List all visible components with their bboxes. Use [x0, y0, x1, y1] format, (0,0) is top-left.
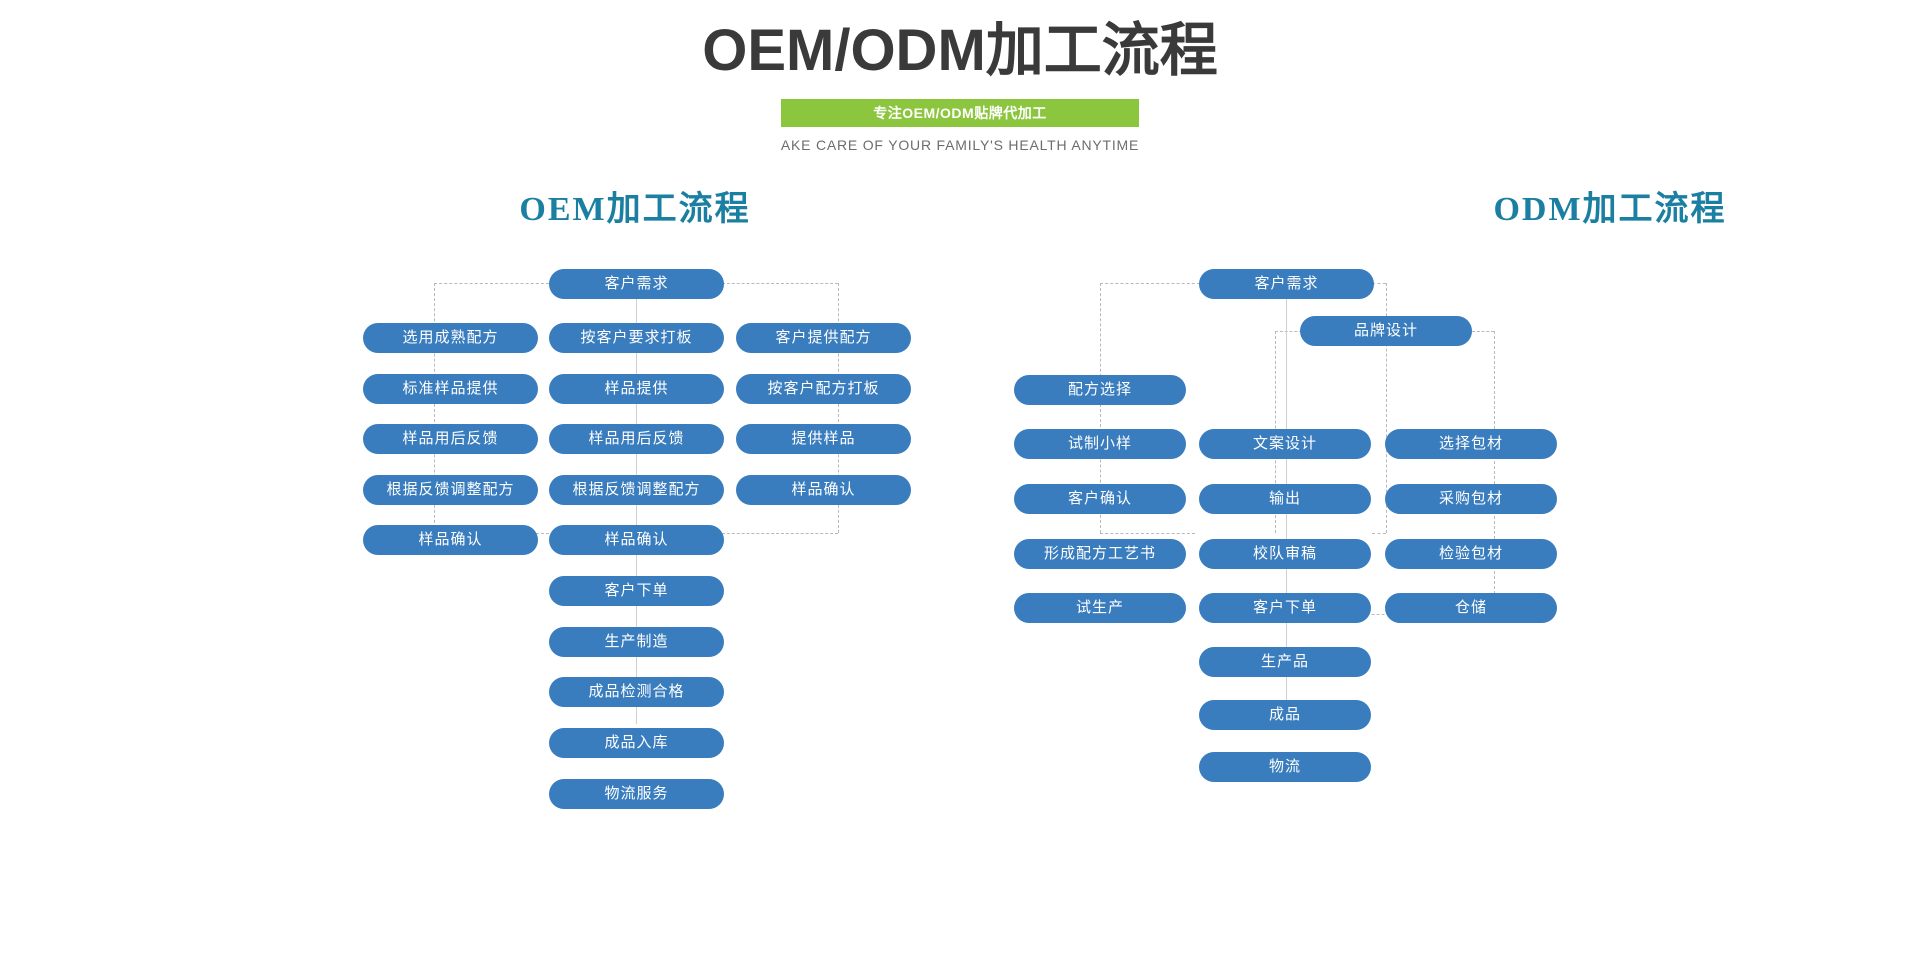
odm-right-node-1[interactable]: 选择包材: [1385, 428, 1557, 459]
odm-bus-top-right: [1372, 282, 1386, 284]
odm-section-title: ODM加工流程: [1493, 190, 1727, 228]
oem-bus-bottom-right: [722, 532, 838, 534]
oem-tail-node-2[interactable]: 生产制造: [549, 626, 724, 657]
odm-brand-right-stub: [1458, 330, 1494, 332]
odm-left-node-5[interactable]: 试生产: [1014, 592, 1186, 623]
oem-mid-node-5[interactable]: 样品确认: [549, 524, 724, 555]
oem-tail-node-4[interactable]: 成品入库: [549, 727, 724, 758]
oem-tail-node-1[interactable]: 客户下单: [549, 575, 724, 606]
oem-right-node-4[interactable]: 样品确认: [736, 474, 911, 505]
odm-rail-right: [1494, 330, 1495, 614]
odm-tail-node-1[interactable]: 生产品: [1199, 646, 1371, 677]
oem-left-node-2[interactable]: 标准样品提供: [363, 373, 538, 404]
odm-tail-node-2[interactable]: 成品: [1199, 699, 1371, 730]
page-header: OEM/ODM加工流程 专注OEM/ODM贴牌代加工 AKE CARE OF Y…: [0, 0, 1920, 153]
odm-left-node-4[interactable]: 形成配方工艺书: [1014, 538, 1186, 569]
odm-right-node-2[interactable]: 采购包材: [1385, 483, 1557, 514]
odm-bus-brand-back: [1372, 532, 1386, 534]
odm-right-node-4[interactable]: 仓储: [1385, 592, 1557, 623]
odm-mid-node-1[interactable]: 文案设计: [1199, 428, 1371, 459]
odm-bus-top-left: [1100, 282, 1200, 284]
odm-node-root[interactable]: 客户需求: [1199, 268, 1374, 299]
odm-left-node-2[interactable]: 试制小样: [1014, 428, 1186, 459]
odm-mid-node-4[interactable]: 客户下单: [1199, 592, 1371, 623]
oem-bus-top-right: [722, 282, 838, 284]
oem-right-node-3[interactable]: 提供样品: [736, 423, 911, 454]
oem-left-node-3[interactable]: 样品用后反馈: [363, 423, 538, 454]
oem-rail-left: [434, 282, 435, 533]
oem-left-node-4[interactable]: 根据反馈调整配方: [363, 474, 538, 505]
oem-tail-node-5[interactable]: 物流服务: [549, 778, 724, 809]
oem-mid-node-3[interactable]: 样品用后反馈: [549, 423, 724, 454]
odm-node-brand-design[interactable]: 品牌设计: [1300, 315, 1472, 346]
odm-tail-node-3[interactable]: 物流: [1199, 751, 1371, 782]
odm-left-node-3[interactable]: 客户确认: [1014, 483, 1186, 514]
odm-brand-left-stub: [1275, 330, 1307, 332]
odm-right-node-3[interactable]: 检验包材: [1385, 538, 1557, 569]
oem-mid-node-2[interactable]: 样品提供: [549, 373, 724, 404]
oem-rail-right: [838, 282, 839, 533]
odm-mid-node-2[interactable]: 输出: [1199, 483, 1371, 514]
oem-left-node-5[interactable]: 样品确认: [363, 524, 538, 555]
oem-section-title: OEM加工流程: [519, 190, 751, 228]
tagline-banner: 专注OEM/ODM贴牌代加工: [781, 98, 1139, 127]
oem-right-node-1[interactable]: 客户提供配方: [736, 322, 911, 353]
page-title: OEM/ODM加工流程: [702, 18, 1218, 83]
oem-spine: [636, 298, 637, 724]
oem-left-node-1[interactable]: 选用成熟配方: [363, 322, 538, 353]
odm-left-node-1[interactable]: 配方选择: [1014, 374, 1186, 405]
odm-bus-bottom-left: [1100, 532, 1195, 534]
odm-rail-root-to-brand: [1386, 282, 1387, 533]
oem-bus-top-left: [434, 282, 549, 284]
oem-mid-node-4[interactable]: 根据反馈调整配方: [549, 474, 724, 505]
english-subtitle: AKE CARE OF YOUR FAMILY'S HEALTH ANYTIME: [780, 136, 1140, 153]
flowchart-area: OEM加工流程 ODM加工流程 客户需求 选用成熟配方 标准样品提供 样品用后反…: [0, 181, 1920, 941]
oem-tail-node-3[interactable]: 成品检测合格: [549, 676, 724, 707]
odm-mid-node-3[interactable]: 校队审稿: [1199, 538, 1371, 569]
oem-node-root[interactable]: 客户需求: [549, 268, 724, 299]
odm-rail-left: [1100, 282, 1101, 533]
oem-mid-node-1[interactable]: 按客户要求打板: [549, 322, 724, 353]
oem-right-node-2[interactable]: 按客户配方打板: [736, 373, 911, 404]
